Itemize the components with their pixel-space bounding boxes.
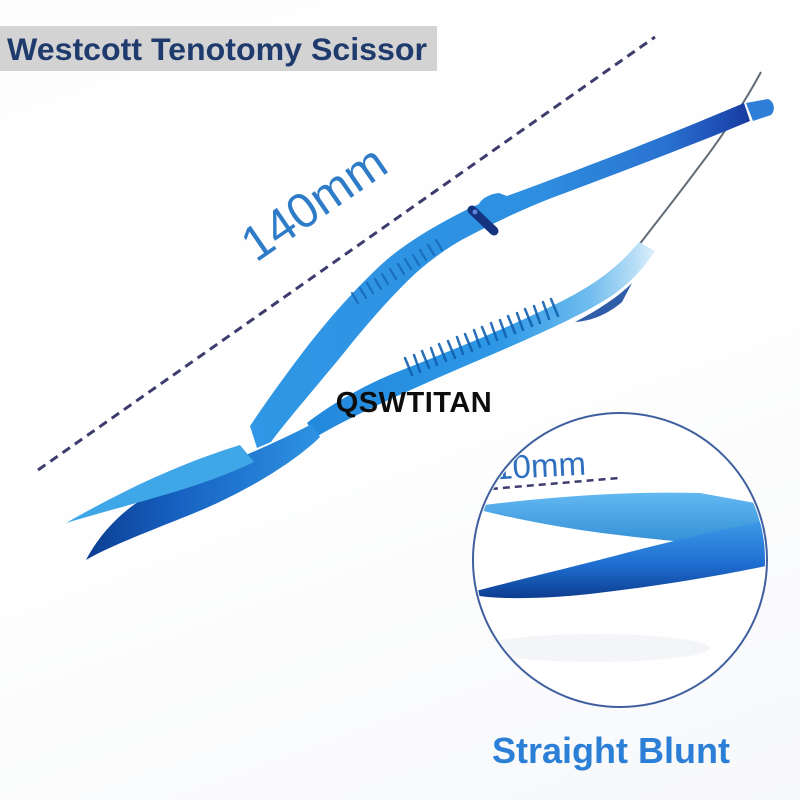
scissor-upper-blade bbox=[66, 445, 254, 523]
scissor-lower-blade bbox=[86, 424, 320, 560]
scissor-end-tab bbox=[746, 99, 774, 121]
scissors bbox=[66, 71, 774, 560]
tip-style-label: Straight Blunt bbox=[492, 730, 730, 771]
brand-label: QSWTITAN bbox=[336, 387, 493, 419]
scissor-lower-arm-shadow bbox=[575, 283, 632, 322]
inset-shadow bbox=[480, 634, 710, 662]
inset-lower-blade bbox=[475, 521, 765, 599]
grip-ridges-upper-arm bbox=[350, 238, 444, 305]
product-title: Westcott Tenotomy Scissor bbox=[7, 31, 427, 67]
scissor-lower-arm bbox=[307, 242, 655, 437]
length-dashed-line bbox=[37, 35, 656, 472]
stop-pin-highlight bbox=[472, 209, 478, 215]
scissor-back-edge-line bbox=[638, 71, 762, 246]
inset-upper-blade bbox=[475, 492, 765, 549]
length-label: 140mm bbox=[232, 135, 397, 272]
grip-ridges-lower-arm bbox=[403, 297, 560, 377]
scissor-upper-arm bbox=[250, 103, 750, 448]
tip-inset: 10mm bbox=[472, 412, 768, 708]
title-banner: Westcott Tenotomy Scissor bbox=[0, 26, 437, 71]
title-banner-background bbox=[0, 26, 437, 71]
